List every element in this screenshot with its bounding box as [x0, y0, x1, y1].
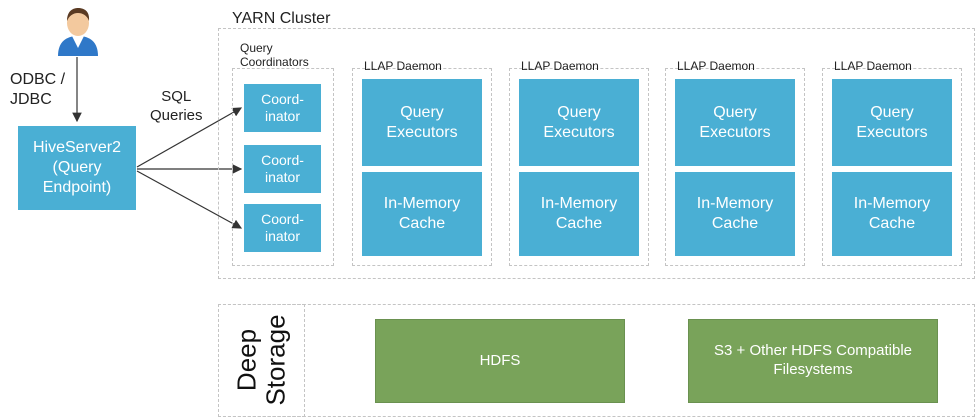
llap-daemon-group [352, 68, 492, 266]
yarn-cluster-title: YARN Cluster [228, 10, 335, 28]
user-icon [54, 4, 102, 56]
in-memory-cache-box: In-Memory Cache [832, 172, 952, 256]
llap-daemon-group [822, 68, 962, 266]
query-executors-box: Query Executors [832, 79, 952, 166]
s3-filesystems-box: S3 + Other HDFS Compatible Filesystems [688, 319, 938, 403]
deep-storage-label: Deep Storage [231, 314, 290, 406]
sql-queries-label: SQL Queries [150, 88, 203, 124]
coordinator-box: Coord- inator [244, 145, 321, 193]
query-executors-box: Query Executors [519, 79, 639, 166]
arrow-to-coordinator-1 [136, 107, 243, 168]
llap-daemon-group [509, 68, 649, 266]
arrow-to-coordinator-3 [136, 170, 243, 229]
query-executors-box: Query Executors [675, 79, 795, 166]
user-protocol-label: ODBC / JDBC [10, 71, 66, 108]
llap-daemon-title: LLAP Daemon [364, 59, 442, 73]
in-memory-cache-box: In-Memory Cache [675, 172, 795, 256]
hdfs-box: HDFS [375, 319, 625, 403]
llap-daemon-title: LLAP Daemon [834, 59, 912, 73]
query-executors-box: Query Executors [362, 79, 482, 166]
llap-daemon-title: LLAP Daemon [521, 59, 599, 73]
coordinator-box: Coord- inator [244, 84, 321, 132]
coordinator-box: Coord- inator [244, 204, 321, 252]
llap-daemon-group [665, 68, 805, 266]
in-memory-cache-box: In-Memory Cache [519, 172, 639, 256]
llap-daemon-title: LLAP Daemon [677, 59, 755, 73]
deep-storage-label-cell [218, 304, 305, 417]
hiveserver2-box: HiveServer2 (Query Endpoint) [18, 126, 136, 210]
in-memory-cache-box: In-Memory Cache [362, 172, 482, 256]
query-coordinators-title: Query Coordinators [240, 41, 309, 69]
query-coordinators-group [232, 68, 334, 266]
